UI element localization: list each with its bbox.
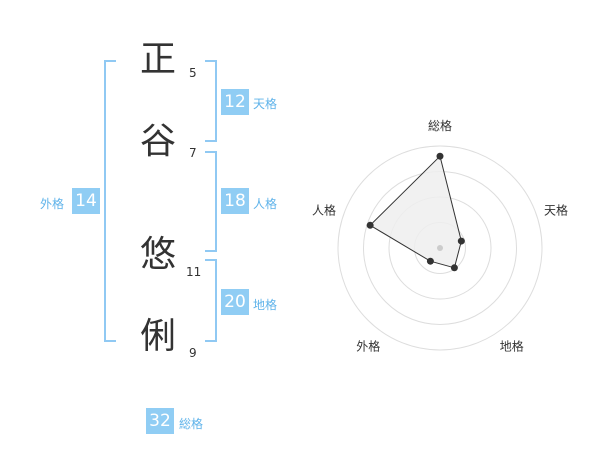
tenkaku-value: 12 — [221, 89, 249, 115]
tenkaku-bracket — [205, 60, 217, 142]
name-char-3: 悠 — [140, 234, 177, 275]
chikaku-bracket — [205, 259, 217, 342]
name-char-2: 谷 — [140, 121, 177, 162]
radar-axis-label: 地格 — [500, 339, 524, 354]
soukaku-value: 32 — [146, 408, 174, 434]
radar-axis-label: 総格 — [428, 118, 452, 133]
chikaku-label: 地格 — [253, 298, 278, 312]
tenkaku-label: 天格 — [253, 97, 278, 111]
stroke-count-3: 11 — [186, 265, 202, 279]
radar-point — [436, 152, 444, 160]
gaikaku-value: 14 — [72, 188, 100, 214]
radar-center — [437, 245, 443, 251]
radar-point — [426, 257, 434, 265]
name-char-4: 俐 — [140, 316, 177, 357]
chikaku-value: 20 — [221, 289, 249, 315]
gaikaku-label: 外格 — [40, 197, 65, 211]
jinkaku-bracket — [205, 151, 217, 252]
jinkaku-label: 人格 — [253, 197, 278, 211]
radar-point — [457, 237, 465, 245]
radar-axis-label: 外格 — [356, 339, 380, 354]
stroke-count-4: 9 — [189, 346, 197, 360]
radar-axis-label: 天格 — [544, 202, 568, 217]
radar-points — [366, 152, 465, 272]
radar-polygon — [369, 155, 462, 269]
stroke-count-2: 7 — [189, 146, 197, 160]
radar-point — [450, 264, 458, 272]
radar-point — [366, 221, 374, 229]
name-char-1: 正 — [140, 39, 177, 80]
jinkaku-value: 18 — [221, 188, 249, 214]
radar-axis-label: 人格 — [312, 202, 336, 217]
gaikaku-bracket — [104, 60, 116, 342]
soukaku-label: 総格 — [179, 417, 204, 431]
radar-ring — [337, 145, 543, 351]
stroke-count-1: 5 — [189, 66, 197, 80]
